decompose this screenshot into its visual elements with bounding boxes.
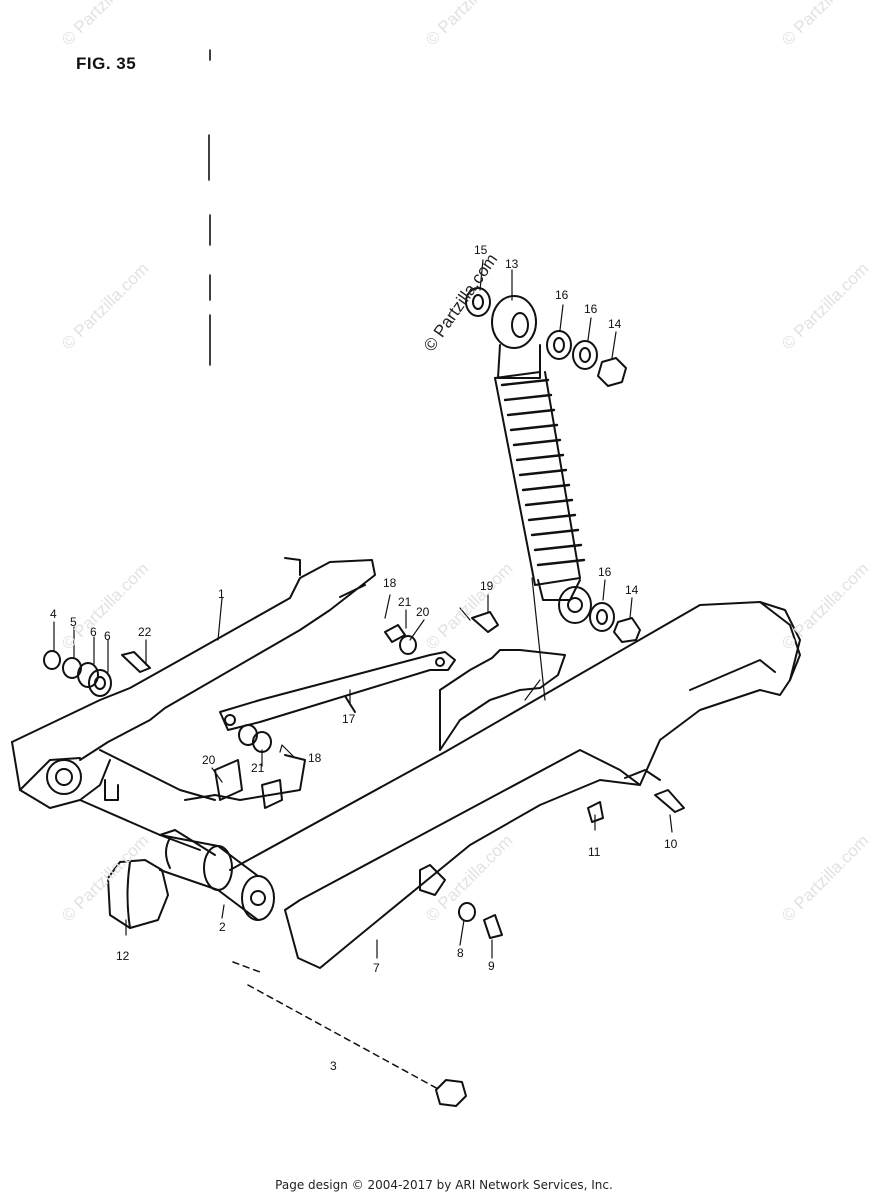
- callout-6: 6: [104, 629, 111, 643]
- callout-1: 1: [218, 587, 225, 601]
- center-line: [208, 49, 211, 366]
- callout-16: 16: [555, 288, 569, 302]
- callout-3: 3: [330, 1059, 337, 1073]
- callout-2: 2: [219, 920, 226, 934]
- pivot-bolt: [232, 961, 467, 1107]
- torque-link-rod: [219, 651, 456, 731]
- swingarm-cross-tube: [79, 749, 306, 856]
- callout-7: 7: [373, 961, 380, 975]
- shock-absorber: [491, 295, 592, 624]
- callout-14: 14: [608, 317, 622, 331]
- callout-8: 8: [457, 946, 464, 960]
- callout-14: 14: [625, 583, 639, 597]
- callout-18: 18: [383, 576, 397, 590]
- callout-15: 15: [474, 243, 488, 257]
- footer-copyright: Page design © 2004-2017 by ARI Network S…: [275, 1178, 613, 1192]
- callout-9: 9: [488, 959, 495, 973]
- swingarm-left-arm: [11, 557, 376, 809]
- callout-21: 21: [251, 761, 265, 775]
- washers-and-nuts: [43, 287, 685, 939]
- bracket-plate: [214, 649, 566, 809]
- chain-case: [229, 601, 801, 969]
- callout-20: 20: [202, 753, 216, 767]
- callout-19: 19: [480, 579, 494, 593]
- callout-10: 10: [664, 837, 678, 851]
- pivot-tube: [159, 834, 275, 921]
- callout-12: 12: [116, 949, 130, 963]
- callout-21: 21: [398, 595, 412, 609]
- figure-label: FIG. 35: [76, 54, 137, 73]
- callout-13: 13: [505, 257, 519, 271]
- callout-20: 20: [416, 605, 430, 619]
- bushing: [107, 859, 169, 929]
- callout-16: 16: [584, 302, 598, 316]
- callout-17: 17: [342, 712, 356, 726]
- callout-11: 11: [588, 845, 601, 859]
- callout-18: 18: [308, 751, 322, 765]
- leader-lines: [53, 259, 673, 959]
- callout-16: 16: [598, 565, 612, 579]
- callout-6: 6: [90, 625, 97, 639]
- callout-4: 4: [50, 607, 57, 621]
- callout-22: 22: [138, 625, 152, 639]
- callout-5: 5: [70, 615, 77, 629]
